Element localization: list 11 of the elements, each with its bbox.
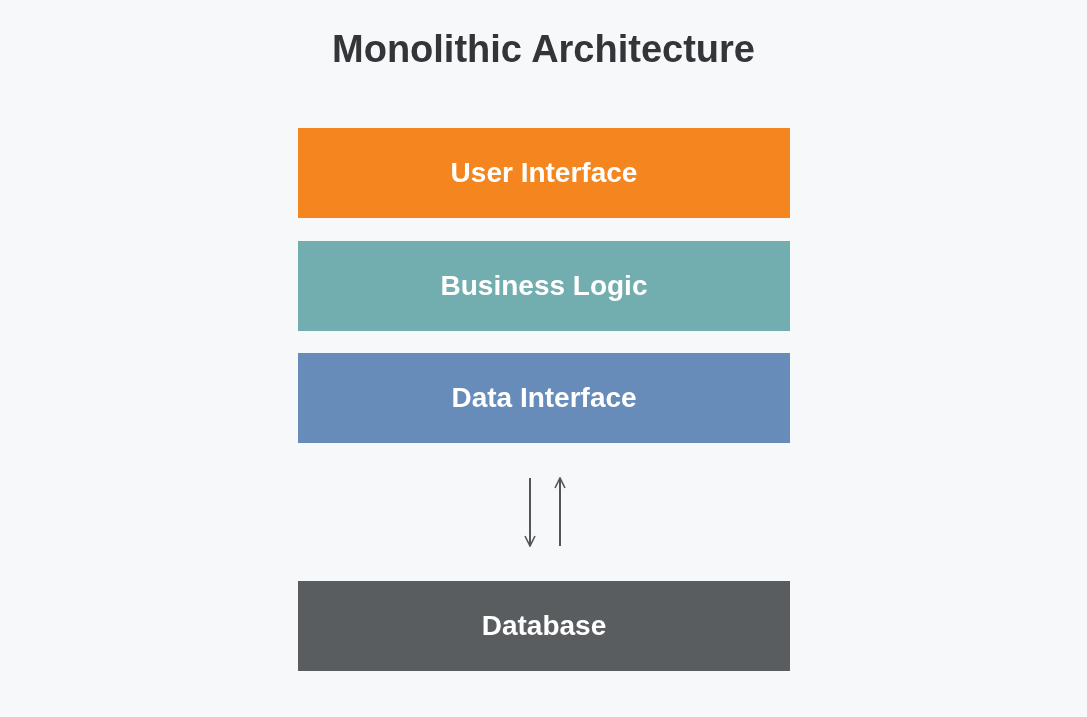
layer-label: User Interface	[450, 157, 638, 189]
arrow	[554, 477, 566, 547]
layer-label: Business Logic	[440, 270, 648, 302]
layer-box	[298, 241, 790, 331]
layer-box	[298, 353, 790, 443]
layer-box	[298, 128, 790, 218]
layer-box	[298, 581, 790, 671]
layer-label: Database	[481, 610, 607, 642]
diagram-title: Monolithic Architecture	[331, 28, 756, 71]
arrow	[524, 477, 536, 547]
layer-label: Data Interface	[451, 382, 637, 414]
